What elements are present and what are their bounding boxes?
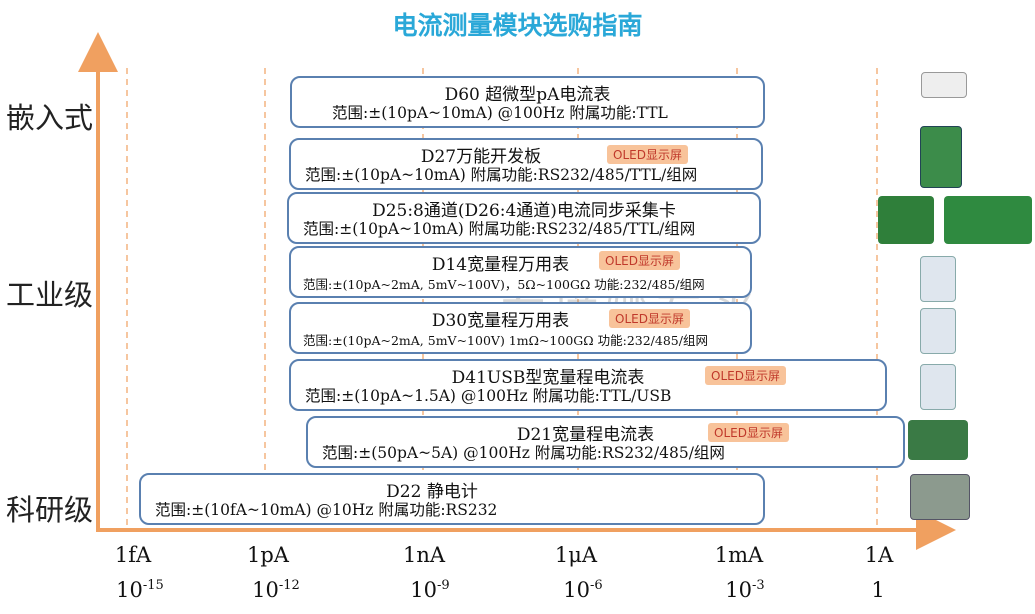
product-name: D41USB型宽量程电流表 bbox=[451, 368, 645, 388]
product-d25[interactable]: D25:8通道(D26:4通道)电流同步采集卡 范围:±(10pA~10mA) … bbox=[287, 192, 761, 244]
product-name: D21宽量程电流表 bbox=[516, 425, 655, 445]
product-image-d25a bbox=[878, 196, 934, 244]
product-image-d27 bbox=[920, 126, 962, 188]
product-image-d22 bbox=[910, 474, 970, 520]
x-tick-exponent: 10-15 bbox=[116, 578, 164, 602]
x-tick-label: 1nA bbox=[402, 543, 446, 567]
x-tick-exponent: 1 bbox=[871, 578, 885, 602]
product-name: D60 超微型pA电流表 bbox=[444, 85, 611, 105]
product-name: D22 静电计 bbox=[386, 482, 478, 502]
x-tick-exponent: 10-6 bbox=[563, 578, 603, 602]
product-spec: 范围:±(10pA~2mA, 5mV~100V)，5Ω~100GΩ 功能:232… bbox=[303, 277, 705, 292]
oled-badge: OLED显示屏 bbox=[599, 251, 680, 270]
x-tick-label: 1A bbox=[864, 543, 894, 567]
y-level-research: 科研级 bbox=[6, 493, 94, 527]
product-d60[interactable]: D60 超微型pA电流表 范围:±(10pA~10mA) @100Hz 附属功能… bbox=[290, 76, 765, 128]
product-name: D14宽量程万用表 bbox=[431, 255, 570, 275]
x-tick-exponent: 10-3 bbox=[725, 578, 765, 602]
product-image-d14 bbox=[920, 256, 956, 302]
x-tick-label: 1pA bbox=[247, 543, 289, 567]
product-image-d30 bbox=[920, 308, 956, 354]
product-name: D27万能开发板 bbox=[420, 147, 542, 167]
x-tick-exponent: 10-12 bbox=[252, 578, 300, 602]
product-spec: 范围:±(10pA~1.5A) @100Hz 附属功能:TTL/USB bbox=[305, 387, 672, 405]
y-level-industrial: 工业级 bbox=[6, 278, 94, 312]
product-image-d21 bbox=[908, 420, 968, 460]
x-tick-label: 1mA bbox=[714, 543, 764, 567]
product-spec: 范围:±(10pA~2mA, 5mV~100V) 1mΩ~100GΩ 功能:23… bbox=[303, 333, 708, 348]
oled-badge: OLED显示屏 bbox=[705, 366, 786, 385]
product-d14[interactable]: D14宽量程万用表 OLED显示屏 范围:±(10pA~2mA, 5mV~100… bbox=[289, 246, 752, 298]
oled-badge: OLED显示屏 bbox=[607, 145, 688, 164]
x-tick-label: 1fA bbox=[114, 543, 152, 567]
product-spec: 范围:±(10pA~10mA) @100Hz 附属功能:TTL bbox=[332, 104, 668, 122]
product-spec: 范围:±(10fA~10mA) @10Hz 附属功能:RS232 bbox=[155, 501, 498, 519]
product-name: D30宽量程万用表 bbox=[431, 311, 570, 331]
x-tick-exponent: 10-9 bbox=[410, 578, 450, 602]
product-image-d25b bbox=[944, 196, 1032, 244]
product-d30[interactable]: D30宽量程万用表 OLED显示屏 范围:±(10pA~2mA, 5mV~100… bbox=[289, 302, 752, 354]
y-level-embedded: 嵌入式 bbox=[6, 101, 94, 135]
product-d22[interactable]: D22 静电计 范围:±(10fA~10mA) @10Hz 附属功能:RS232 bbox=[139, 473, 765, 525]
product-d41[interactable]: D41USB型宽量程电流表 OLED显示屏 范围:±(10pA~1.5A) @1… bbox=[289, 359, 887, 411]
oled-badge: OLED显示屏 bbox=[609, 309, 690, 328]
product-image-d41 bbox=[920, 364, 956, 410]
product-name: D25:8通道(D26:4通道)电流同步采集卡 bbox=[372, 201, 676, 221]
product-spec: 范围:±(50pA~5A) @100Hz 附属功能:RS232/485/组网 bbox=[322, 444, 725, 462]
page-title: 电流测量模块选购指南 bbox=[392, 11, 643, 40]
product-image-d60 bbox=[921, 72, 967, 98]
product-spec: 范围:±(10pA~10mA) 附属功能:RS232/485/TTL/组网 bbox=[303, 220, 696, 238]
product-d27[interactable]: D27万能开发板 OLED显示屏 范围:±(10pA~10mA) 附属功能:RS… bbox=[289, 138, 763, 190]
product-d21[interactable]: D21宽量程电流表 OLED显示屏 范围:±(50pA~5A) @100Hz 附… bbox=[306, 416, 905, 468]
x-tick-label: 1μA bbox=[554, 543, 598, 567]
product-spec: 范围:±(10pA~10mA) 附属功能:RS232/485/TTL/组网 bbox=[305, 166, 698, 184]
oled-badge: OLED显示屏 bbox=[708, 423, 789, 442]
